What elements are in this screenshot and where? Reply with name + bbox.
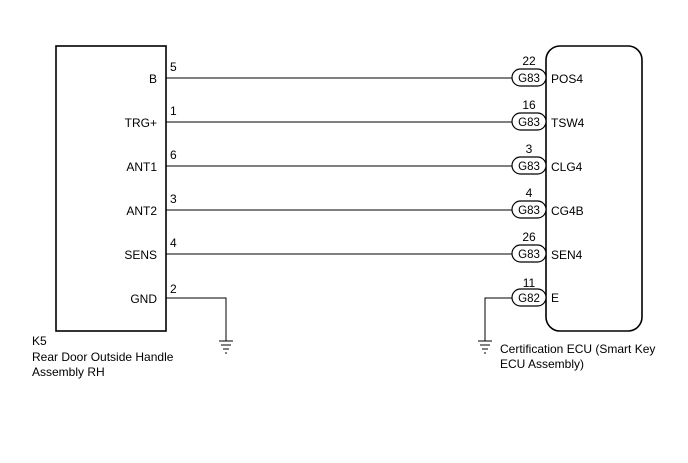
connector-code-tsw4: G83 — [518, 117, 540, 129]
right-pin-label-cg4b: CG4B — [551, 204, 584, 218]
wire-gnd-left — [166, 297, 227, 341]
ground-symbol-icon — [219, 340, 233, 354]
right-pin-number-tsw4: 16 — [522, 98, 536, 112]
ground-symbol-icon — [478, 340, 492, 354]
right-pin-number-e: 11 — [523, 276, 536, 290]
right-component-name1: Certification ECU (Smart Key — [500, 342, 655, 356]
right-pin-number-clg4: 3 — [526, 142, 533, 156]
connector-code-clg4: G83 — [518, 161, 540, 173]
left-pin-label-sens: SENS — [124, 248, 157, 262]
left-component-code: K5 — [32, 334, 47, 348]
wire-e-right — [484, 297, 512, 341]
connector-oval-icon: G83 — [511, 244, 547, 263]
connector-code-cg4b: G83 — [518, 205, 540, 217]
right-component-box — [545, 45, 643, 332]
left-component-name1: Rear Door Outside Handle — [32, 350, 174, 364]
left-pin-label-gnd: GND — [130, 292, 157, 306]
left-pin-number-sens: 4 — [170, 236, 177, 250]
right-component-name2: ECU Assembly) — [500, 357, 584, 371]
right-pin-number-pos4: 22 — [522, 54, 536, 68]
connector-code-pos4: G83 — [518, 73, 540, 85]
right-pin-label-sen4: SEN4 — [551, 248, 583, 262]
connector-code-sen4: G83 — [518, 249, 540, 261]
left-pin-label-ant2: ANT2 — [126, 204, 157, 218]
connector-code-e: G82 — [518, 293, 540, 305]
connector-oval-icon: G83 — [511, 112, 547, 131]
right-pin-number-cg4b: 4 — [526, 186, 533, 200]
connector-oval-icon: G82 — [511, 288, 547, 307]
right-pin-label-pos4: POS4 — [551, 72, 583, 86]
right-pin-label-e: E — [551, 291, 559, 305]
left-pin-label-trg: TRG+ — [125, 116, 157, 130]
right-pin-label-tsw4: TSW4 — [551, 116, 585, 130]
left-pin-label-ant1: ANT1 — [126, 160, 157, 174]
right-pin-label-clg4: CLG4 — [551, 160, 583, 174]
left-pin-number-ant1: 6 — [170, 148, 177, 162]
connector-oval-icon: G83 — [511, 68, 547, 87]
left-component-box — [55, 45, 167, 332]
left-component-name2: Assembly RH — [32, 365, 105, 379]
left-pin-number-gnd: 2 — [170, 282, 177, 296]
left-pin-label-b: B — [149, 72, 157, 86]
connector-oval-icon: G83 — [511, 200, 547, 219]
right-pin-number-sen4: 26 — [522, 230, 536, 244]
left-pin-number-trg: 1 — [170, 104, 177, 118]
connector-oval-icon: G83 — [511, 156, 547, 175]
left-pin-number-b: 5 — [170, 60, 177, 74]
left-pin-number-ant2: 3 — [170, 192, 177, 206]
